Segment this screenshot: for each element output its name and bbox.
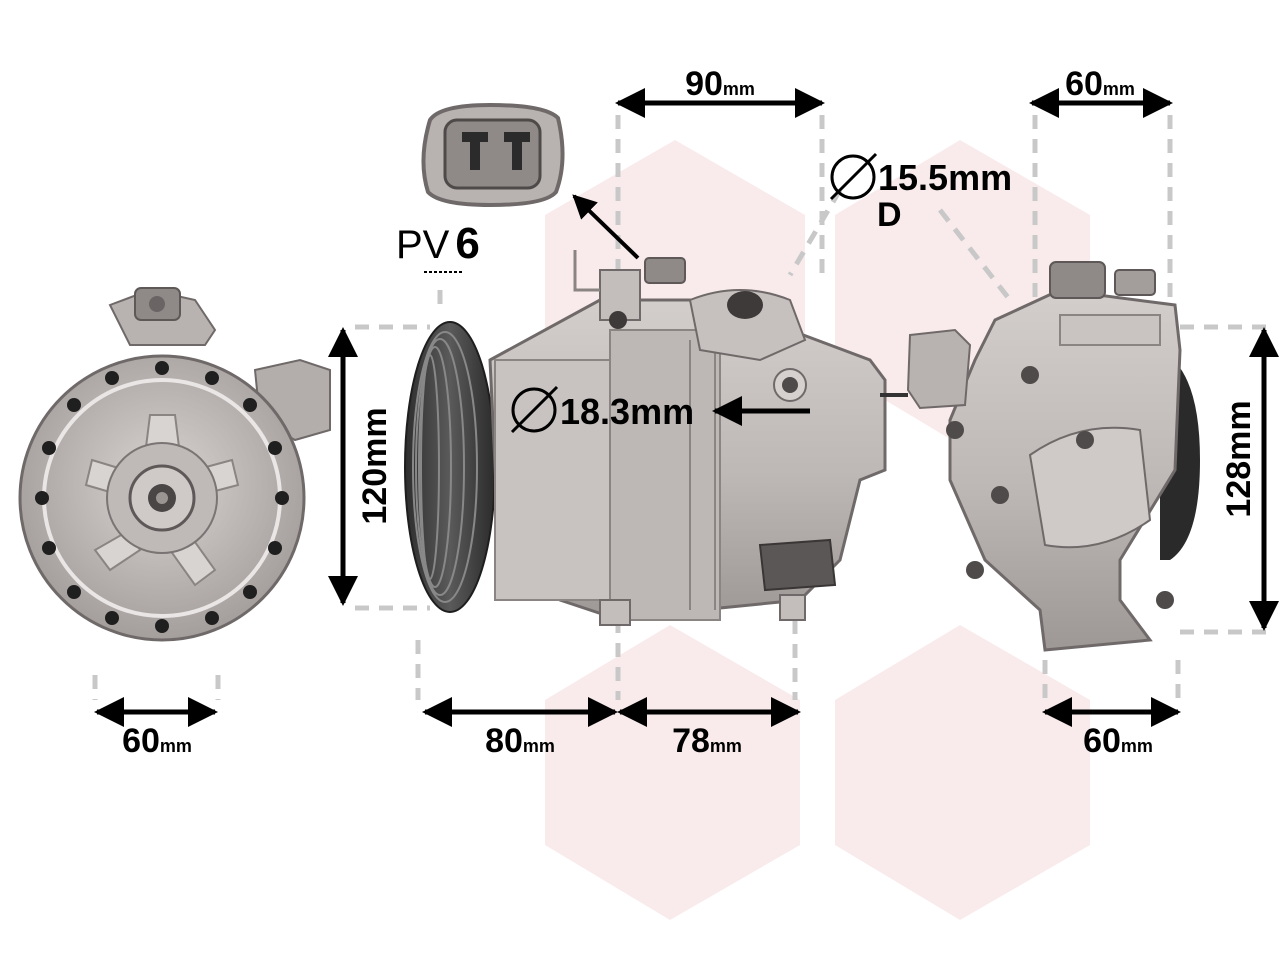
label-discharge-diameter: 15.5mm bbox=[878, 157, 1012, 198]
label-height-120: 120mm bbox=[356, 407, 394, 524]
watermark-hex-4 bbox=[835, 625, 1090, 920]
label-suction-diameter: 18.3mm bbox=[560, 391, 694, 432]
label-height-128: 128mm bbox=[1220, 400, 1258, 517]
compressor-rear-view bbox=[880, 261, 1200, 652]
label-discharge-d: D bbox=[877, 196, 902, 234]
label-left-60: 60mm bbox=[122, 722, 192, 760]
label-bottom-right-60: 60mm bbox=[1083, 722, 1153, 760]
pulley bbox=[404, 321, 496, 613]
diameter-symbols bbox=[510, 152, 878, 434]
dimension-arrows bbox=[94, 88, 1279, 727]
compressor-front-view bbox=[18, 287, 331, 642]
compressor-side-view bbox=[404, 250, 887, 626]
label-bottom-78: 78mm bbox=[672, 722, 742, 760]
watermark-hex-3 bbox=[545, 625, 800, 920]
label-top-60: 60mm bbox=[1065, 65, 1135, 103]
connector-pointer bbox=[572, 194, 640, 260]
label-bottom-80: 80mm bbox=[485, 722, 555, 760]
label-top-90: 90mm bbox=[685, 65, 755, 103]
diameter-icon-discharge bbox=[829, 152, 878, 201]
connector-detail bbox=[421, 102, 640, 260]
diameter-icon-suction bbox=[510, 385, 559, 434]
